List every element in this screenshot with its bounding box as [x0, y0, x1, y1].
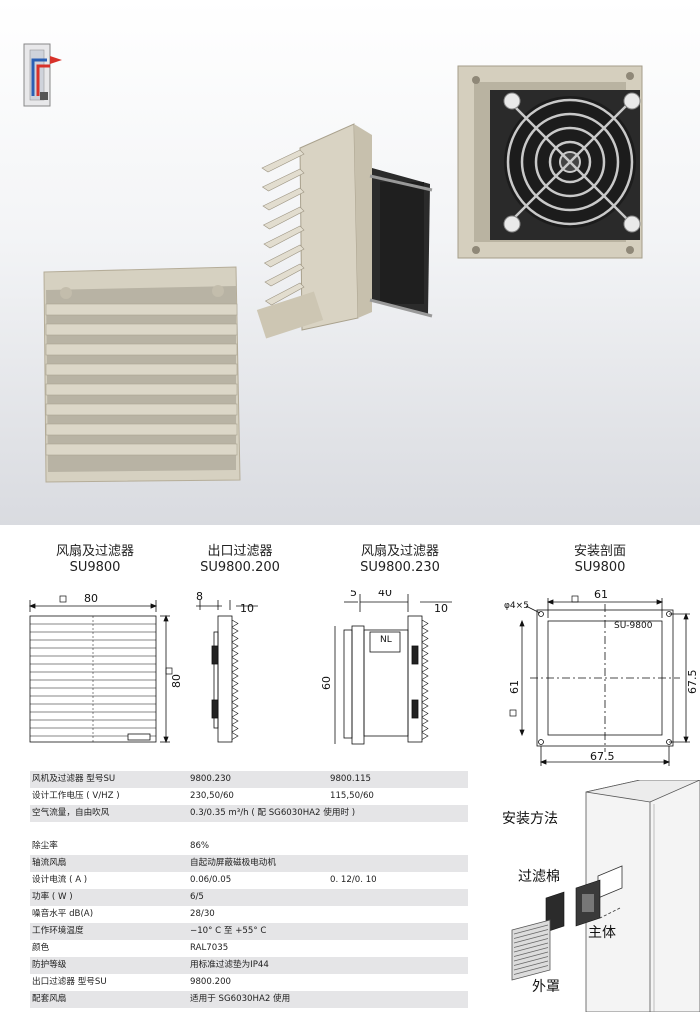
spec-cell-c2: 28/30	[190, 909, 215, 919]
dim-front-height: 80	[170, 674, 183, 688]
fan-label: NL	[380, 635, 392, 645]
spec-cell-c1: 除尘率	[32, 841, 58, 851]
dim-outlet-a: 8	[196, 590, 203, 603]
section-model-text: SU9800.230	[360, 560, 440, 575]
spec-cell-c2: 用标准过滤垫为IP44	[190, 960, 269, 970]
fan-back-photo	[457, 65, 643, 259]
section-title-1: 风扇及过滤器 SU9800	[30, 544, 160, 576]
section-title-3: 风扇及过滤器 SU9800.230	[335, 544, 465, 576]
spec-row: 轴流风扇 自起动屏蔽磁极电动机	[30, 855, 468, 872]
spec-cell-c1: 噪音水平 dB(A)	[32, 909, 94, 919]
spec-cell-c2: RAL7035	[190, 943, 229, 953]
spec-row: 设计工作电压 ( V/HZ ) 230,50/60 115,50/60	[30, 788, 468, 805]
spec-cell-c1: 功率 ( W )	[32, 892, 73, 902]
product-photo-area	[0, 0, 700, 525]
spec-cell-c1: 出口过滤器 型号SU	[32, 977, 107, 987]
spec-cell-c3: 0. 12/0. 10	[330, 875, 377, 885]
technical-drawings: 80 80 8 10	[0, 590, 700, 775]
spec-row: 除尘率 86%	[30, 838, 468, 855]
label-main-body: 主体	[588, 925, 616, 941]
dim-cutout-inner-w: 61	[594, 590, 608, 601]
dim-fan-h: 60	[320, 676, 333, 690]
dim-fan-c: 10	[434, 602, 448, 615]
dim-fan-b: 40	[378, 590, 392, 599]
spec-cell-c2: 0.06/0.05	[190, 875, 232, 885]
label-filter-cotton: 过滤棉	[518, 869, 560, 885]
installation-illustration	[511, 780, 700, 1012]
spec-row: 工作环境温度 −10° C 至 +55° C	[30, 923, 468, 940]
spec-row: 功率 ( W ) 6/5	[30, 889, 468, 906]
section-model-text: SU9800.200	[200, 560, 280, 575]
spec-cell-c2: 0.3/0.35 m³/h ( 配 SG6030HA2 使用时 )	[190, 808, 356, 818]
section-model-text: SU9800	[69, 560, 121, 575]
cutout-model-label: SU-9800	[614, 621, 653, 631]
spec-cell-c1: 工作环境温度	[32, 926, 84, 936]
spec-cell-c1: 颜色	[32, 943, 50, 953]
spec-row: 出口过滤器 型号SU 9800.200	[30, 974, 468, 991]
spec-cell-c1: 设计工作电压 ( V/HZ )	[32, 791, 120, 801]
spec-cell-c2: 230,50/60	[190, 791, 234, 801]
installation-method: 安装方法 过滤棉 主体 外罩	[490, 780, 700, 1012]
outlet-filter-photo	[43, 266, 241, 483]
spec-table: 风机及过滤器 型号SU 9800.230 9800.115 设计工作电压 ( V/HZ…	[30, 771, 468, 1008]
spec-cell-c2: 86%	[190, 841, 210, 851]
spec-cell-c1: 空气流量，自由吹风	[32, 808, 110, 818]
spec-cell-c1: 设计电流 ( A )	[32, 875, 88, 885]
spec-row: 防护等级 用标准过滤垫为IP44	[30, 957, 468, 974]
spec-row	[30, 822, 468, 838]
spec-row: 颜色 RAL7035	[30, 940, 468, 957]
dim-cutout-inner-h: 61	[508, 680, 521, 694]
dim-outlet-b: 10	[240, 602, 254, 615]
dim-cutout-hole: φ4×5	[504, 601, 529, 611]
spec-row: 噪音水平 dB(A) 28/30	[30, 906, 468, 923]
spec-row: 设计电流 ( A ) 0.06/0.05 0. 12/0. 10	[30, 872, 468, 889]
dim-front-width: 80	[84, 592, 98, 605]
section-title-4: 安装剖面 SU9800	[540, 544, 660, 576]
spec-cell-c1: 防护等级	[32, 960, 67, 970]
fan-side-photo	[256, 123, 433, 339]
spec-cell-c3: 9800.115	[330, 774, 372, 784]
drawing-outlet-side	[196, 600, 258, 743]
dim-fan-a: 5	[350, 590, 357, 599]
spec-cell-c2: 9800.200	[190, 977, 232, 987]
spec-row: 空气流量，自由吹风 0.3/0.35 m³/h ( 配 SG6030HA2 使用…	[30, 805, 468, 822]
section-title-2: 出口过滤器 SU9800.200	[180, 544, 300, 576]
install-title: 安装方法	[502, 811, 558, 827]
spec-cell-c2: 6/5	[190, 892, 204, 902]
section-title-text: 风扇及过滤器	[55, 544, 134, 559]
spec-cell-c1: 配套风扇	[32, 994, 67, 1004]
drawing-cutout	[509, 595, 690, 766]
section-model-text: SU9800	[574, 560, 626, 575]
spec-cell-c2: −10° C 至 +55° C	[190, 926, 267, 936]
spec-cell-c1: 风机及过滤器 型号SU	[32, 774, 116, 784]
spec-cell-c2: 适用于 SG6030HA2 使用	[190, 994, 291, 1004]
drawing-front-view	[28, 595, 173, 744]
dim-cutout-outer-h: 67.5	[686, 670, 699, 695]
section-title-text: 风扇及过滤器	[360, 544, 439, 559]
dim-cutout-outer-w: 67.5	[590, 750, 615, 763]
drawing-fan-side	[334, 594, 452, 745]
spec-cell-c2: 9800.230	[190, 774, 232, 784]
spec-row: 配套风扇 适用于 SG6030HA2 使用	[30, 991, 468, 1008]
section-title-text: 出口过滤器	[207, 544, 273, 559]
spec-row: 风机及过滤器 型号SU 9800.230 9800.115	[30, 771, 468, 788]
spec-cell-c1: 轴流风扇	[32, 858, 67, 868]
spec-cell-c2: 自起动屏蔽磁极电动机	[190, 858, 276, 868]
drawings-svg: 80 80 8 10	[28, 590, 699, 766]
spec-cell-c3: 115,50/60	[330, 791, 374, 801]
product-photos	[23, 43, 643, 483]
cabinet-airflow-icon	[23, 43, 62, 107]
label-outer-cover: 外罩	[532, 979, 560, 995]
section-title-text: 安装剖面	[573, 544, 626, 559]
